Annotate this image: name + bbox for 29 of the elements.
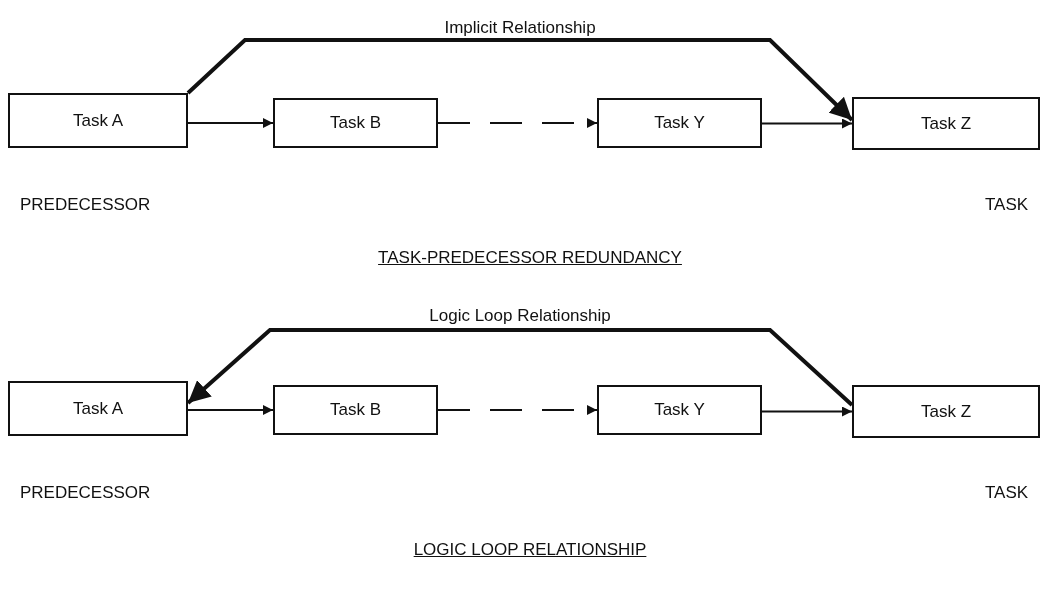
task-name: Task Z [920,401,972,422]
arrow [187,118,274,128]
role-label: PREDECESSOR [20,483,151,503]
dashed-arrow [437,405,598,415]
task-box [273,385,438,435]
task-box [852,385,1040,438]
task-name: Task A [72,398,124,419]
task-box [273,98,438,148]
task-name: Task Y [654,113,705,133]
task-name: Task B [330,400,381,420]
section-caption: TASK-PREDECESSOR REDUNDANCY [378,248,682,268]
role-label: TASK [985,483,1029,503]
arrow [187,405,274,415]
arrow [186,38,854,122]
task-box [597,98,762,148]
task-box [852,97,1040,150]
role-label: TASK [985,195,1029,215]
section-caption: LOGIC LOOP RELATIONSHIP [413,540,647,560]
arrow [761,406,853,417]
task-name: Task A [72,110,124,131]
task-box [8,93,188,148]
arrow [761,118,853,129]
task-name: Task Z [920,113,972,134]
task-box [597,385,762,435]
task-name: Task B [330,113,381,133]
role-label: PREDECESSOR [20,195,151,215]
task-name: Task Y [654,400,705,420]
dashed-arrow [437,118,598,128]
task-box [8,381,188,436]
